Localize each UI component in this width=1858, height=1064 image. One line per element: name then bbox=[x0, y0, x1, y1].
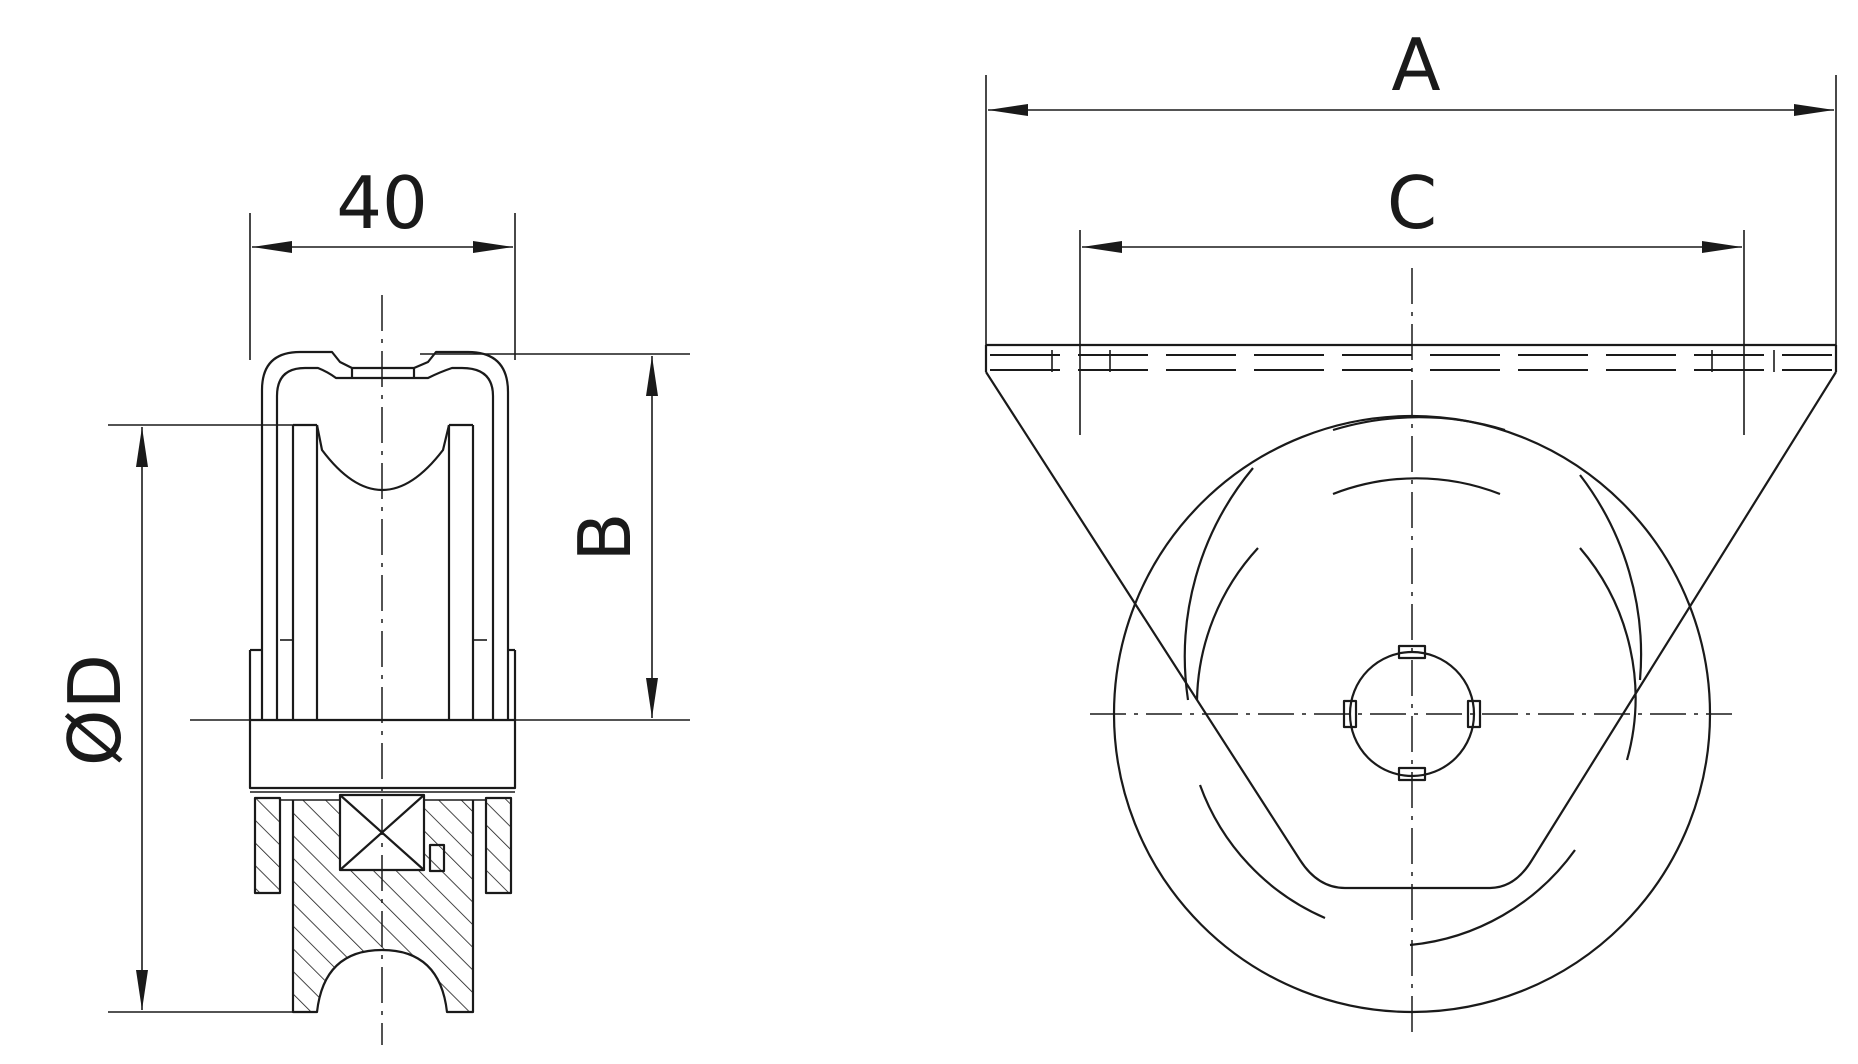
diameter-label: ØD bbox=[53, 654, 137, 766]
hub bbox=[1342, 644, 1482, 782]
bracket-body bbox=[248, 350, 517, 720]
base-plate bbox=[984, 343, 1838, 372]
wheel-side bbox=[280, 423, 487, 720]
dimension-overall-width: A bbox=[985, 23, 1837, 345]
overall-width-label: A bbox=[1391, 23, 1440, 107]
front-view: A C bbox=[984, 23, 1838, 1035]
dimension-diameter: ØD bbox=[53, 424, 300, 1013]
side-view: 40 bbox=[53, 161, 690, 1045]
wheel-section bbox=[253, 793, 513, 1014]
height-label: B bbox=[563, 512, 647, 561]
dimension-width: 40 bbox=[249, 161, 516, 360]
bracket-outline bbox=[985, 371, 1837, 890]
dimension-height: B bbox=[190, 353, 690, 721]
groove-arcs bbox=[1183, 416, 1643, 947]
width-label: 40 bbox=[336, 161, 428, 245]
hole-spacing-label: C bbox=[1387, 161, 1437, 245]
dimension-hole-spacing: C bbox=[1079, 161, 1745, 435]
wheel-outer bbox=[1112, 414, 1712, 1014]
